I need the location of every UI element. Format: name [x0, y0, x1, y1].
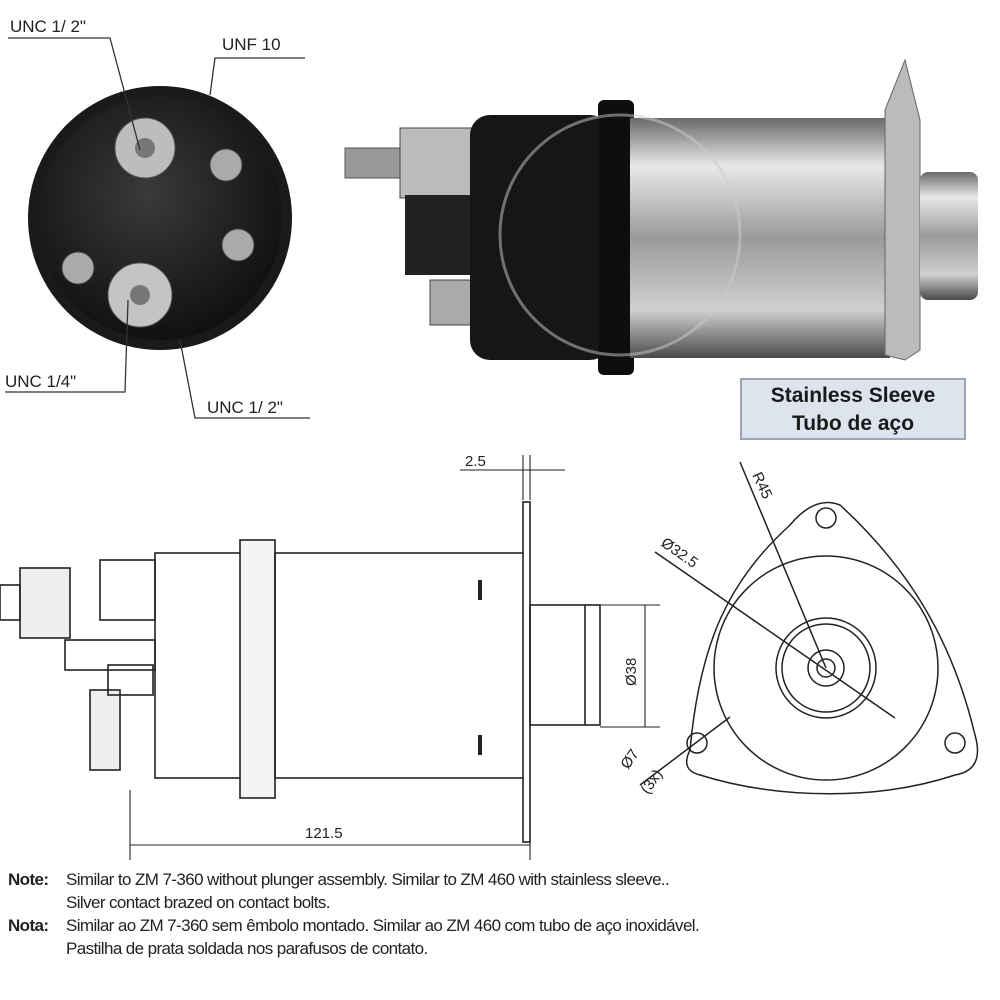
dimension-lines: [129, 455, 660, 860]
side-view-photo: [344, 58, 978, 375]
label-unc-half-top: UNC 1/ 2": [10, 17, 86, 36]
note-label-en: Note:: [8, 870, 49, 889]
end-view-leaders: [5, 37, 310, 419]
side-view-drawing: [0, 501, 601, 843]
dim-flange-radius: R45: [748, 470, 775, 502]
dim-overall-length: 121.5: [305, 825, 343, 842]
note-pt-line1: Similar ao ZM 7-360 sem êmbolo montado. …: [66, 916, 700, 935]
dim-hole-count: (3x): [637, 766, 666, 797]
dim-plunger-diameter: Ø38: [623, 658, 640, 686]
notes: Note: Similar to ZM 7-360 without plunger…: [8, 868, 998, 960]
flange-drawing: [639, 461, 979, 795]
note-label-pt: Nota:: [8, 916, 49, 935]
sleeve-label-pt: Tubo de aço: [791, 412, 915, 435]
dim-hole-diameter: Ø7: [617, 746, 642, 772]
end-view-photo: [28, 86, 292, 350]
dim-body-diameter: Ø32.5: [658, 534, 701, 571]
label-unf-10: UNF 10: [222, 35, 281, 54]
label-unc-quarter: UNC 1/4": [5, 372, 76, 391]
note-en-line1: Similar to ZM 7-360 without plunger asse…: [66, 870, 670, 889]
label-unc-half-bottom: UNC 1/ 2": [207, 398, 283, 417]
stainless-sleeve-label: Stainless Sleeve Tubo de aço: [740, 378, 966, 440]
watermark-logo: [498, 113, 742, 357]
note-pt-line2: Pastilha de prata soldada nos parafusos …: [66, 939, 428, 958]
note-en-line2: Silver contact brazed on contact bolts.: [66, 893, 330, 912]
dim-flange-thickness: 2.5: [465, 453, 486, 470]
sleeve-label-en: Stainless Sleeve: [770, 384, 936, 407]
